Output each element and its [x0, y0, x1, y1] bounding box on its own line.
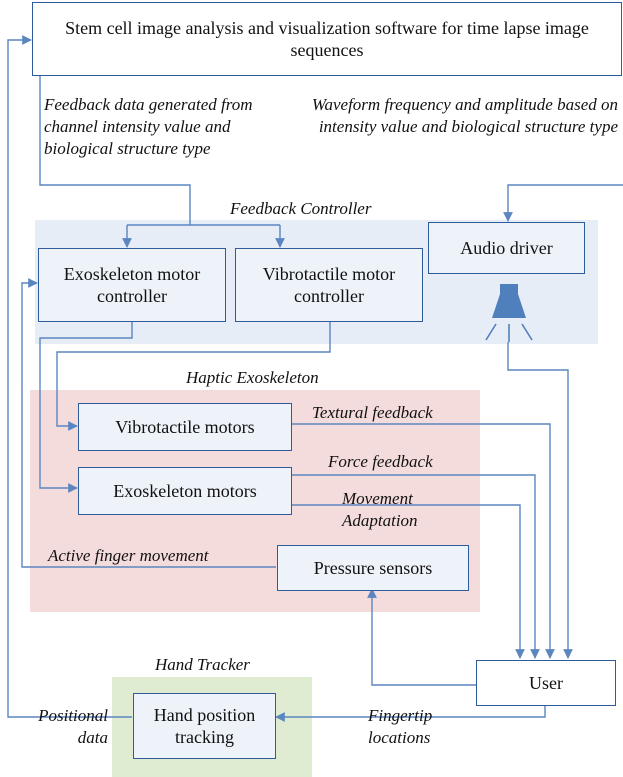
pressure-sensors-label: Pressure sensors	[313, 557, 433, 578]
speaker-icon	[485, 284, 533, 342]
hand-position-tracking-node: Hand position tracking	[133, 693, 276, 759]
edge-waveform-to-audio	[503, 184, 623, 222]
exoskeleton-motor-controller-label: Exoskeleton motor controller	[63, 263, 201, 307]
feedback-data-label: Feedback data generated from channel int…	[44, 95, 253, 159]
user-node: User	[476, 660, 616, 706]
edge-software-to-controllers	[39, 76, 191, 225]
vibrotactile-motors-label: Vibrotactile motors	[115, 416, 255, 437]
exoskeleton-motor-controller-node: Exoskeleton motor controller	[38, 248, 226, 322]
hand-tracker-title: Hand Tracker	[155, 655, 250, 674]
hand-position-tracking-label: Hand position tracking	[153, 704, 256, 748]
fingertip-locations-label: Fingertip locations	[368, 706, 433, 748]
pressure-sensors-node: Pressure sensors	[277, 545, 469, 591]
edge-vibro-controller-to-motors	[56, 322, 331, 431]
edge-force	[292, 474, 540, 659]
audio-driver-node: Audio driver	[428, 222, 585, 274]
textural-feedback-label: Textural feedback	[312, 403, 433, 422]
edge-user-to-pressure	[367, 588, 476, 686]
haptic-exoskeleton-title: Haptic Exoskeleton	[186, 368, 319, 387]
edge-active-finger	[21, 278, 276, 568]
edge-positional-data	[7, 35, 132, 718]
feedback-controller-title: Feedback Controller	[230, 199, 372, 218]
edge-exo-controller-to-motors	[39, 322, 133, 493]
edge-audio-to-user	[507, 342, 573, 659]
exoskeleton-motors-label: Exoskeleton motors	[113, 480, 257, 501]
vibrotactile-motor-controller-node: Vibrotactile motor controller	[235, 248, 423, 322]
force-feedback-label: Force feedback	[328, 452, 433, 471]
active-finger-movement-label: Active finger movement	[48, 546, 209, 565]
exoskeleton-motors-node: Exoskeleton motors	[78, 467, 292, 515]
edge-movement	[292, 504, 525, 659]
vibrotactile-motor-controller-label: Vibrotactile motor controller	[262, 263, 396, 307]
movement-adaptation-label: Movement Adaptation	[342, 489, 418, 531]
user-label: User	[529, 672, 563, 693]
waveform-label: Waveform frequency and amplitude based o…	[311, 95, 618, 137]
edge-user-to-tracking	[275, 706, 546, 722]
software-label: Stem cell image analysis and visualizati…	[65, 17, 589, 61]
software-node: Stem cell image analysis and visualizati…	[32, 2, 622, 76]
vibrotactile-motors-node: Vibrotactile motors	[78, 403, 292, 451]
audio-driver-label: Audio driver	[460, 237, 553, 258]
positional-data-label: Positional data	[38, 706, 108, 748]
edge-textural	[292, 423, 555, 659]
